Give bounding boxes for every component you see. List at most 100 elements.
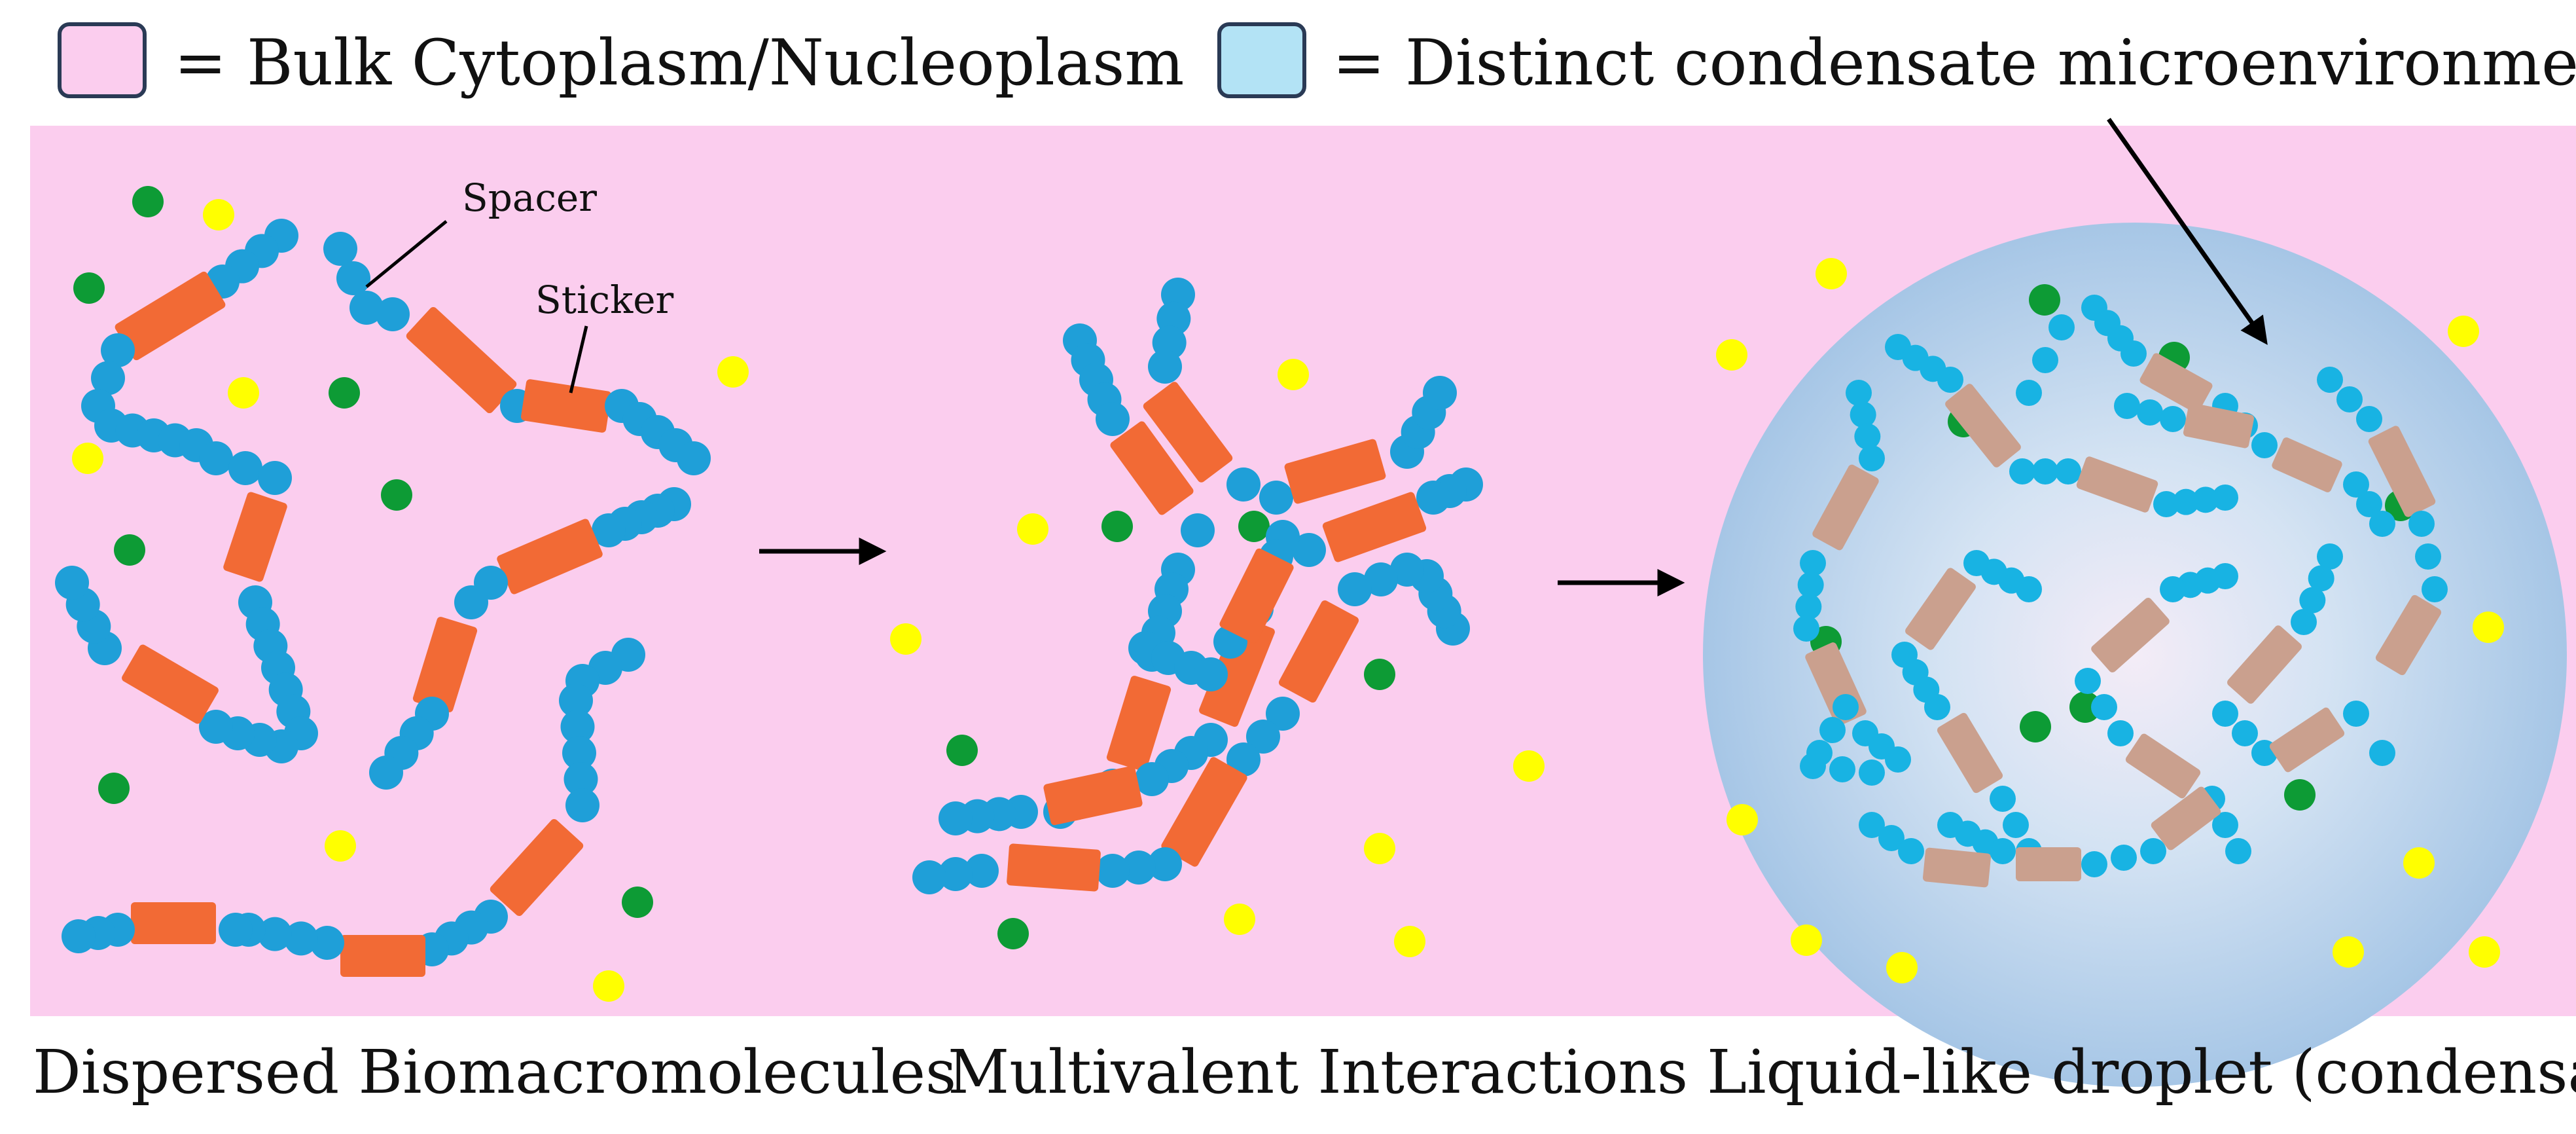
spacer-bead — [2081, 851, 2107, 877]
spacer-bead — [2356, 491, 2382, 517]
sticker — [2091, 598, 2170, 672]
spacer-bead — [2369, 511, 2395, 537]
spacer-bead — [91, 361, 125, 395]
sticker — [497, 519, 603, 594]
biomacromolecule-chain — [1800, 694, 1885, 786]
sticker — [2183, 403, 2255, 448]
green-particle — [114, 534, 145, 566]
spacer-bead — [2232, 720, 2258, 746]
sticker — [412, 617, 478, 712]
biomacromolecule-chain — [2212, 543, 2395, 773]
spacer-bead — [1833, 694, 1859, 720]
sticker — [122, 644, 219, 724]
green-particle — [73, 272, 105, 304]
sticker — [2269, 707, 2345, 773]
spacer-bead — [2107, 720, 2134, 746]
spacer-bead — [2356, 406, 2382, 432]
yellow-particle — [325, 830, 356, 862]
spacer-bead — [2173, 488, 2199, 515]
biomacromolecule-chain — [62, 638, 645, 977]
yellow-particle — [890, 623, 921, 655]
yellow-particle — [717, 356, 749, 388]
biomacromolecule-chain — [1128, 548, 1294, 691]
sticker — [340, 935, 425, 977]
spacer-bead — [1990, 786, 2016, 812]
spacer-bead — [323, 232, 357, 266]
biomacromolecule-chain — [2081, 295, 2395, 537]
spacer-bead — [369, 756, 403, 790]
green-particle — [997, 918, 1029, 949]
biomacromolecule-chain — [1885, 334, 2238, 517]
spacer-bead — [310, 926, 344, 960]
yellow-particle — [2333, 936, 2364, 968]
sticker — [2125, 733, 2201, 799]
yellow-particle — [72, 443, 103, 474]
yellow-particle — [2403, 847, 2435, 879]
sticker — [2272, 437, 2342, 492]
biomacromolecule-chain — [323, 232, 711, 475]
yellow-particle — [1394, 926, 1425, 957]
biomacromolecule-chain — [1937, 786, 2221, 881]
spacer-bead — [1338, 572, 1372, 606]
condensate-pointer-arrow — [2107, 117, 2268, 345]
sticker — [1945, 384, 2021, 467]
spacer-bead — [2120, 340, 2147, 367]
sticker — [1905, 568, 1976, 650]
spacer-bead — [2212, 701, 2238, 727]
spacer-bead — [560, 710, 595, 744]
yellow-particle — [228, 377, 259, 409]
spacer-bead — [336, 261, 370, 295]
sticker — [131, 902, 216, 944]
spacer-bead — [258, 461, 292, 495]
spacer-bead — [55, 566, 89, 600]
condensate-droplet — [1703, 223, 2567, 1087]
yellow-particle — [203, 199, 234, 230]
spacer-bead — [2114, 393, 2140, 419]
spacer-bead — [2291, 609, 2317, 635]
spacer-bead — [1800, 550, 1826, 576]
biomacromolecule-chain — [939, 467, 1483, 835]
spacer-bead — [1885, 746, 1911, 773]
spacer-bead — [1859, 812, 1885, 838]
spacer-bead — [284, 921, 318, 956]
spacer-bead — [1797, 572, 1824, 598]
spacer-bead — [562, 736, 596, 770]
spacer-bead — [1963, 550, 1990, 576]
spacer-bead — [1246, 720, 1280, 754]
spacer-bead — [559, 684, 593, 718]
spacer-leader-line — [365, 220, 448, 288]
spacer-bead — [1937, 367, 1963, 393]
sticker — [1937, 712, 2003, 794]
sticker — [1219, 548, 1294, 644]
spacer-bead — [1795, 593, 1822, 620]
spacer-bead — [1859, 445, 1885, 471]
spacer-bead — [101, 333, 135, 367]
spacer-bead — [2111, 845, 2137, 871]
green-particle — [329, 377, 360, 409]
spacer-bead — [2140, 838, 2166, 864]
spacer-bead — [2343, 471, 2369, 498]
spacer-bead — [2075, 668, 2101, 694]
spacer-bead — [2308, 565, 2334, 592]
spacer-bead — [1854, 423, 1881, 450]
spacer-bead — [1990, 838, 2016, 864]
green-particle — [2029, 284, 2060, 316]
yellow-particle — [1716, 339, 1747, 371]
spacer-bead — [2369, 740, 2395, 766]
green-particle — [1364, 659, 1395, 690]
biomacromolecule-chain — [2317, 367, 2448, 676]
green-particle — [2020, 711, 2051, 742]
spacer-bead — [2408, 511, 2435, 537]
sticker — [520, 379, 612, 433]
spacer-bead — [2160, 406, 2186, 432]
spacer-bead — [2212, 812, 2238, 838]
spacer-bead — [1226, 467, 1261, 502]
sticker — [1043, 765, 1143, 826]
sticker — [1284, 439, 1386, 504]
caption-multivalent: Multivalent Interactions — [948, 1037, 1689, 1107]
sticker — [1161, 757, 1247, 867]
spacer-bead — [2137, 399, 2163, 426]
green-particle — [1238, 511, 1270, 542]
spacer-bead — [2212, 485, 2238, 511]
yellow-particle — [593, 970, 624, 1002]
